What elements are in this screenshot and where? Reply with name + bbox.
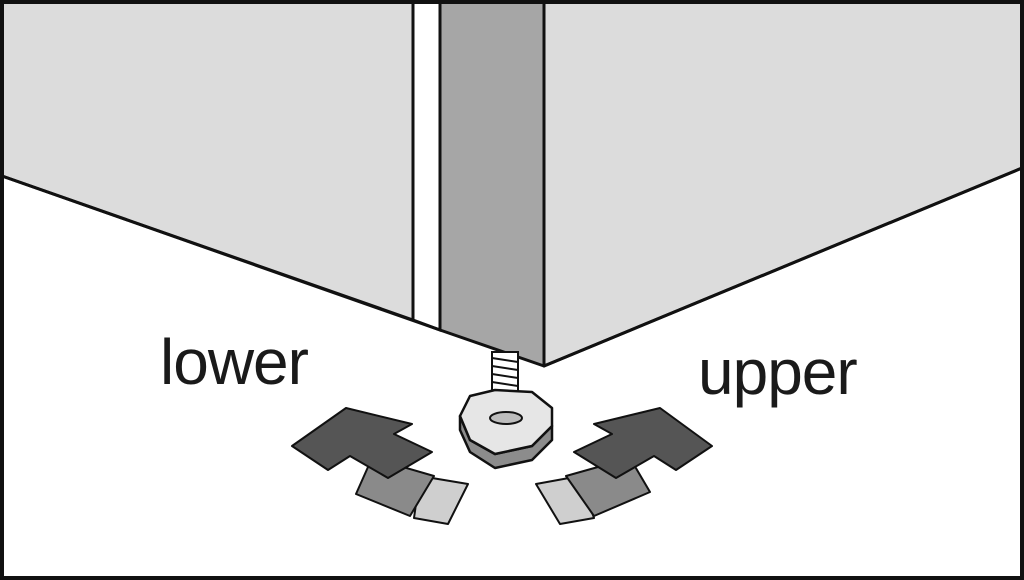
left-bottom-edge <box>1 174 441 332</box>
lower-rotation-arrow <box>291 407 469 525</box>
panel-gap <box>411 0 442 333</box>
lower-arrow-tail-mid <box>355 457 435 517</box>
right-bottom-edge <box>543 166 1023 368</box>
lower-arrow-head <box>291 407 433 479</box>
leveling-foot <box>458 388 554 470</box>
corner-post <box>438 0 546 368</box>
lower-label: lower <box>160 326 309 398</box>
upper-arrow-head <box>573 407 713 479</box>
upper-label: upper <box>698 336 858 408</box>
upper-rotation-arrow <box>535 407 713 525</box>
